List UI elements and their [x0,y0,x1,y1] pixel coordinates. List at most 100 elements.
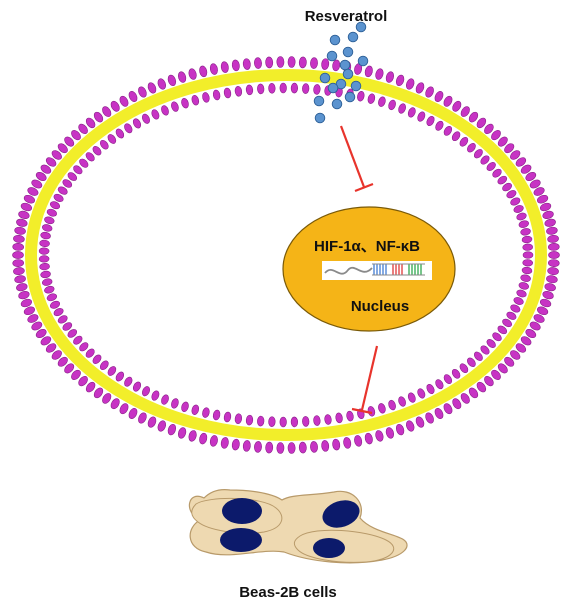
lipid-head [41,278,53,286]
lipid-head [212,89,221,101]
lipid-head [510,304,521,313]
lipid-head [142,113,150,124]
resveratrol-molecule [329,34,341,46]
lipid-head [426,384,435,394]
lipid-head [425,412,434,424]
lipid-head [85,381,96,393]
lipid-head [542,210,554,219]
lipid-head [287,56,296,68]
lipid-head [480,155,490,165]
lipid-head [57,143,68,154]
cells-label: Beas-2B cells [239,584,337,601]
lipid-head [245,414,254,426]
lipid-head [254,441,262,453]
lipid-head [313,84,321,95]
lipid-head [27,314,39,323]
lipid-head [209,63,218,75]
lipid-head [79,342,89,352]
lipid-head [242,440,251,452]
lipid-head [45,343,57,353]
lipid-head [20,298,33,308]
lipid-head [40,336,52,346]
lipid-head [375,68,384,80]
lipid-head [506,190,517,199]
lipid-head [115,128,125,139]
lipid-head [407,392,416,403]
lipid-head [364,65,373,78]
lipid-head [406,78,415,90]
lipid-head [367,93,376,104]
cell-nucleus [322,500,360,528]
lipid-head [335,412,343,424]
lipid-head [178,71,187,83]
lipid-head [497,175,508,185]
lipid-head [443,403,453,415]
lipid-head [516,289,527,298]
lipid-head [78,123,88,135]
lipid-head [71,369,81,380]
lipid-head [510,197,521,206]
lipid-head [279,416,287,428]
lipid-head [202,92,210,103]
resveratrol-molecule [342,46,354,58]
lipid-head [473,149,483,159]
lipid-head [268,83,276,94]
cell-membrane-bilayer [12,56,560,454]
lipid-head [529,179,541,189]
lipid-head [171,101,179,112]
lipid-head [119,403,129,415]
lipid-head [40,270,51,279]
resveratrol-molecule [357,55,369,67]
lipid-head [181,98,189,109]
lipid-tails [25,69,547,441]
resveratrol-molecule [344,91,356,103]
resveratrol-molecule [355,21,367,33]
lipid-head [425,86,434,98]
lipid-head [209,435,218,447]
lipid-head [167,423,177,436]
lipid-head [513,205,524,213]
lipid-head [515,157,527,167]
resveratrol-molecule [314,112,326,124]
lipid-head [18,210,30,219]
lipid-head [51,350,62,360]
lipid-head [406,420,415,432]
lipid-head [220,437,229,449]
lipid-head [44,285,55,294]
lipid-head [85,152,95,162]
lipid-head [188,430,197,442]
lipid-head [46,293,58,302]
lipid-head [385,71,394,83]
lipid-head [476,117,487,129]
lipid-head [357,90,365,102]
lipid-head [502,182,512,192]
lipid-head [542,291,554,300]
lipid-head [486,339,496,348]
lipid-head [279,82,287,94]
lipid-head [212,409,221,421]
lipid-head [513,297,524,305]
lipid-head [57,186,68,195]
lipid-head [178,427,187,439]
lipid-head [533,314,545,323]
lipid-head [375,430,384,442]
lipid-head [71,130,81,141]
lipid-head [142,386,150,397]
lipid-head [451,368,461,379]
lipid-head [452,398,462,410]
resveratrol-molecule [313,95,325,107]
resveratrol-molecule [350,80,362,92]
lipid-head [40,164,52,174]
lipid-head [343,437,352,449]
lipid-head [73,165,83,175]
lipid-head [476,381,487,393]
lipid-head [53,308,64,317]
lipid-head [57,315,68,324]
lipid-head [265,441,274,454]
lipid-head [220,61,229,73]
lipid-head [231,438,240,451]
lipid-head [157,420,166,432]
lipid-head [497,325,508,335]
lipid-head [67,329,78,338]
lipid-head [188,68,197,80]
